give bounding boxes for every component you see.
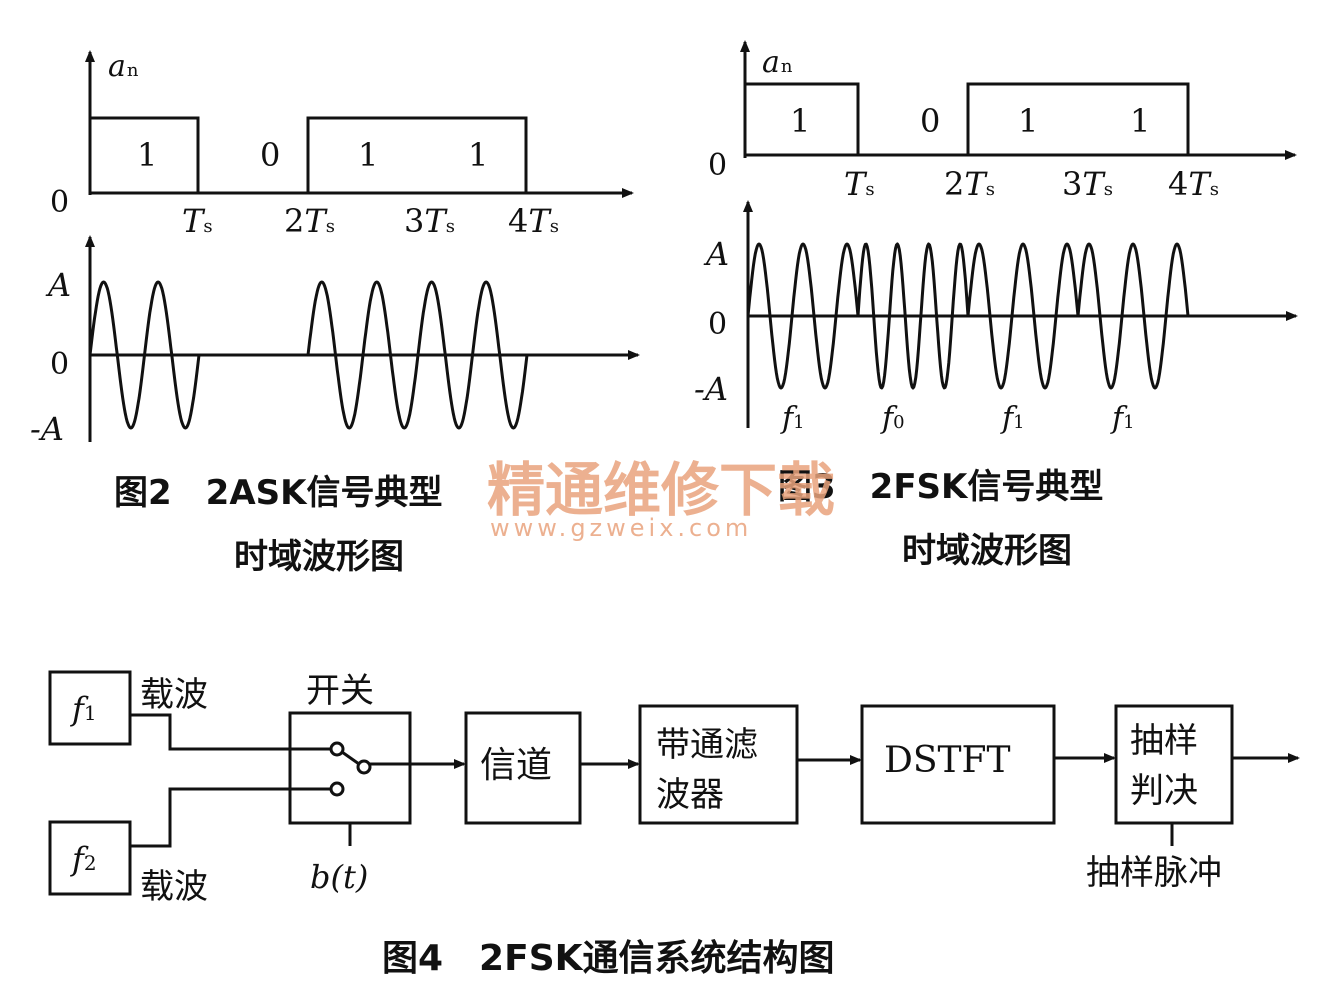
fig2-wave-label-neg-a: -A <box>30 410 64 448</box>
switch-blade <box>341 750 360 766</box>
fig2-tick-label-1: Ts <box>182 202 213 240</box>
fig3-fsk-waveform <box>746 242 1190 390</box>
fig2-an-label: an <box>108 49 139 84</box>
fig3-tick-label-3: 3Ts <box>1062 165 1113 203</box>
switch-contact-lower <box>329 781 345 797</box>
fig2-tick-label-2: 2Ts <box>284 202 335 240</box>
fig2-bit-label-2: 0 <box>260 136 280 174</box>
f2-source-label: f2 <box>70 840 97 878</box>
fig3-bit-pulse-1 <box>743 82 860 157</box>
carrier-label-top: 载波 <box>140 675 208 715</box>
fig3-bit-sequence-plot: an 0 1 0 1 1 Ts 2Ts 3Ts 4Ts <box>708 40 1297 203</box>
f1-source-label: f1 <box>70 690 97 728</box>
fig2-caption-line1: 图2 2ASK信号典型 <box>114 473 442 513</box>
fig3-an-label: an <box>762 45 793 80</box>
fig2-bit-pulse-3-4 <box>306 116 528 195</box>
f2-to-switch-wire <box>130 787 331 848</box>
fig2-waveform-plot: A 0 -A <box>30 235 640 448</box>
fig2-bit-label-4: 1 <box>468 136 488 174</box>
dstft-label: DSTFT <box>884 740 1011 781</box>
fig2-ask-waveform <box>88 280 529 430</box>
f1-to-switch-wire <box>130 713 331 751</box>
sampling-decision-block <box>1114 704 1234 825</box>
bandpass-label-line2: 波器 <box>656 775 724 815</box>
fig3-freq-label-2: f0 <box>880 401 905 436</box>
bandpass-label-line1: 带通滤 <box>656 725 758 765</box>
fig3-wave-label-a: A <box>703 235 729 273</box>
f2-source-block <box>48 820 132 896</box>
fig2-origin-label: 0 <box>50 185 69 220</box>
fig3-freq-label-4: f1 <box>1110 401 1135 436</box>
fig2-bit-label-3: 1 <box>358 136 378 174</box>
fig4-block-diagram: f1 f2 载波 载波 开关 b(t) 信道 带通滤 波器 DSTFT <box>48 670 1300 907</box>
fig2-tick-label-4: 4Ts <box>508 202 559 240</box>
channel-label: 信道 <box>480 745 552 786</box>
fig3-waveform-plot: A 0 -A f1 f0 f1 f1 <box>694 200 1298 436</box>
fig4-caption: 图4 2FSK通信系统结构图 <box>382 938 835 979</box>
fig3-wave-label-zero: 0 <box>708 307 727 342</box>
fig2-wave-label-zero: 0 <box>50 347 69 382</box>
bandpass-filter-block <box>638 704 799 825</box>
dstft-block <box>860 704 1056 825</box>
fig3-wave-label-neg-a: -A <box>694 370 728 408</box>
fig3-tick-label-1: Ts <box>844 165 875 203</box>
fig3-bit-pulse-3-4 <box>966 82 1190 157</box>
f1-source-block <box>48 670 132 746</box>
fig3-freq-label-1: f1 <box>780 401 805 436</box>
fig3-tick-label-2: 2Ts <box>944 165 995 203</box>
fig3-caption-line2: 时域波形图 <box>902 531 1072 571</box>
switch-block <box>288 711 412 825</box>
fig2-caption-line2: 时域波形图 <box>234 537 404 577</box>
watermark-title: 精通维修下载 <box>487 456 835 524</box>
fig3-caption-line1: 图3 2FSK信号典型 <box>778 467 1103 507</box>
fig3-bit-label-1: 1 <box>790 102 810 140</box>
fig2-bit-sequence-plot: an 0 1 0 1 1 Ts 2Ts 3Ts 4Ts <box>50 49 634 240</box>
fig3-origin-label: 0 <box>708 148 727 183</box>
switch-contact-upper <box>329 741 345 757</box>
switch-label: 开关 <box>306 671 374 711</box>
channel-block <box>464 711 582 825</box>
decision-label-line1: 抽样 <box>1130 721 1198 761</box>
fig3-bit-label-2: 0 <box>920 102 940 140</box>
fig3-freq-label-3: f1 <box>1000 401 1025 436</box>
sampling-pulse-label: 抽样脉冲 <box>1086 853 1222 893</box>
fig2-tick-label-3: 3Ts <box>404 202 455 240</box>
carrier-label-bottom: 载波 <box>140 867 208 907</box>
fig3-bit-label-4: 1 <box>1130 102 1150 140</box>
fig2-bit-label-1: 1 <box>137 136 157 174</box>
fig2-wave-label-a: A <box>45 266 71 304</box>
switch-control-label: b(t) <box>310 858 368 896</box>
watermark-url: www.gzweix.com <box>490 514 752 542</box>
fig3-bit-label-3: 1 <box>1018 102 1038 140</box>
fig3-tick-label-4: 4Ts <box>1168 165 1219 203</box>
decision-label-line2: 判决 <box>1130 771 1198 811</box>
switch-pivot <box>356 759 372 775</box>
fig2-bit-pulse-1 <box>88 116 200 195</box>
